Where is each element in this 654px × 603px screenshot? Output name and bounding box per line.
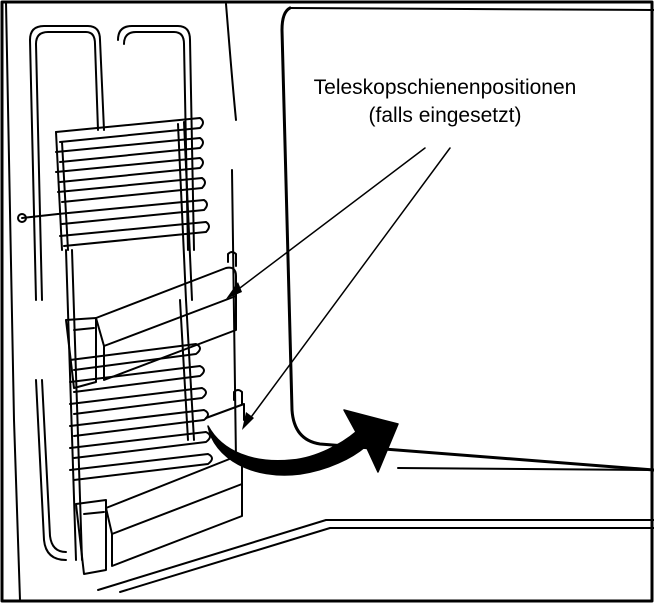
callout-line-1: Teleskopschienenpositionen (313, 76, 577, 99)
wall-emboss-panels (29, 25, 195, 561)
rack-support-rails (65, 249, 195, 561)
oven-door-frame (280, 6, 654, 472)
oven-floor (97, 519, 654, 593)
oven-side-wall (5, 1, 237, 601)
upper-wire-rack (17, 117, 210, 301)
telescopic-rail-callout: Teleskopschienenpositionen (falls einges… (300, 74, 590, 130)
callout-arrowhead-upper (226, 282, 242, 299)
callout-leader-lines (231, 147, 451, 425)
curved-arrow-icon (207, 409, 399, 476)
callout-line-2: (falls eingesetzt) (368, 104, 522, 127)
lower-telescopic-rail (75, 389, 245, 575)
callout-arrowhead-lower (242, 412, 254, 430)
lower-wire-rack (69, 343, 213, 481)
